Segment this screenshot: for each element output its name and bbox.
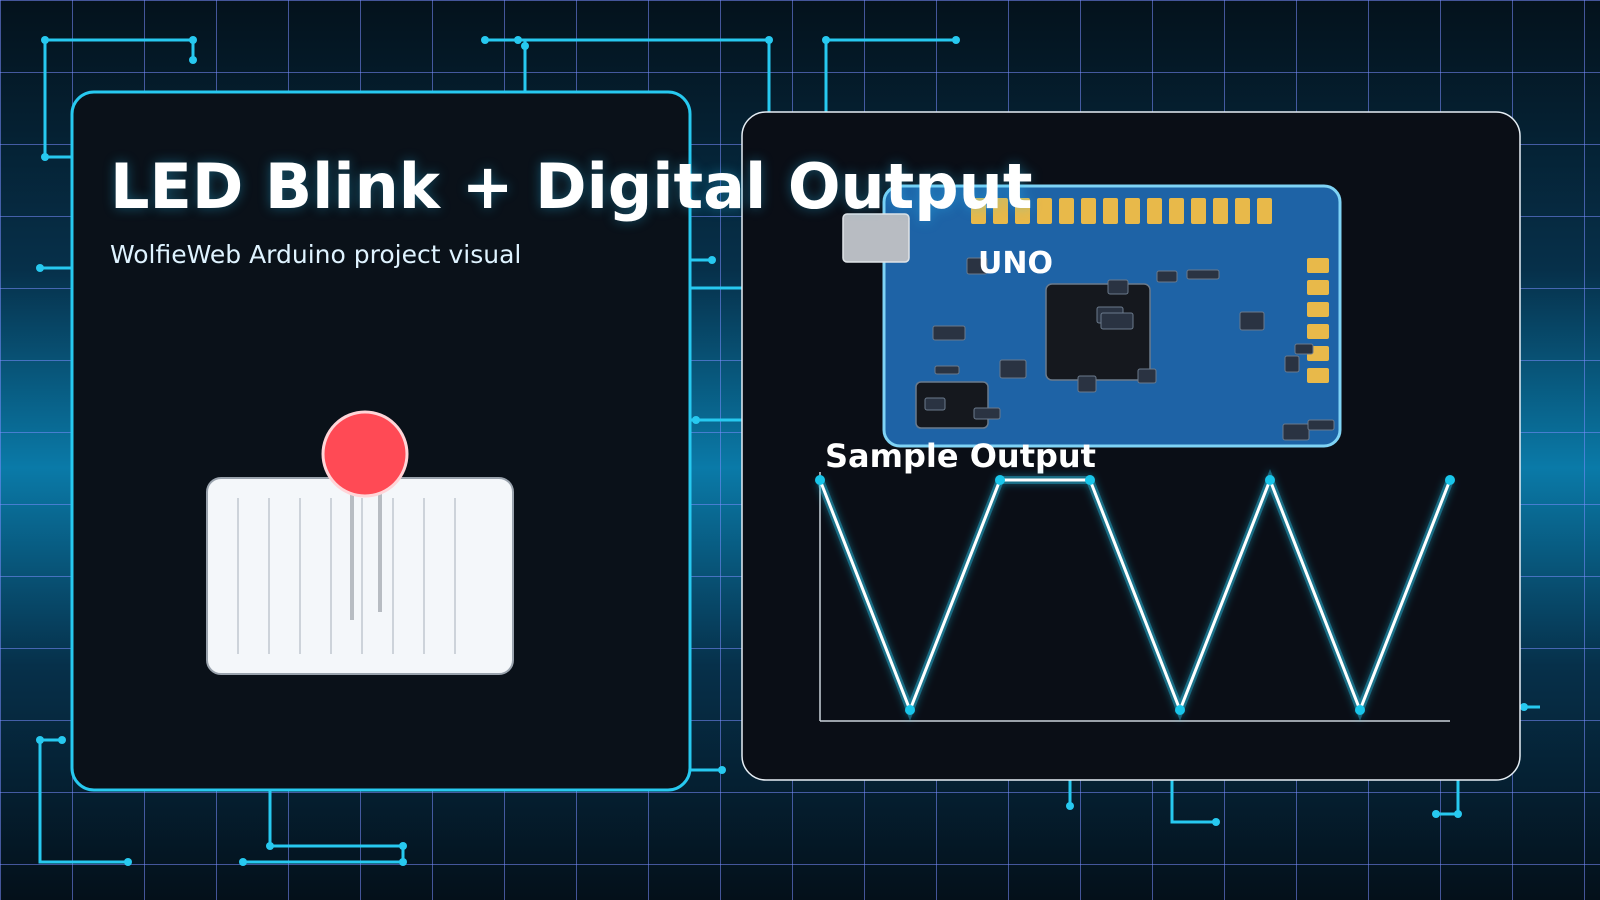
data-point [995, 475, 1005, 485]
smd-components [924, 257, 1335, 441]
data-point [1265, 475, 1275, 485]
data-point [1355, 705, 1365, 715]
data-point [1445, 475, 1455, 485]
board-label: UNO [978, 246, 1053, 281]
led-component [321, 410, 409, 620]
data-point [1175, 705, 1185, 715]
led-bulb [321, 410, 409, 498]
circuit-nodes [36, 36, 1528, 866]
top-header-pins [971, 198, 1272, 224]
chart-title: Sample Output [825, 437, 1096, 475]
page-title: LED Blink + Digital Output [110, 150, 1033, 223]
data-point [815, 475, 825, 485]
arduino-board: UNO [842, 184, 1342, 448]
power-regulator [915, 381, 989, 429]
output-chart: Sample Output [815, 437, 1455, 722]
microcontroller-chip [1045, 283, 1151, 381]
data-point [1085, 475, 1095, 485]
side-header-pins [1307, 258, 1329, 383]
usb-port [842, 213, 910, 263]
page-subtitle: WolfieWeb Arduino project visual [110, 240, 522, 269]
breadboard [206, 477, 514, 675]
data-point [905, 705, 915, 715]
series-line [818, 475, 1452, 715]
